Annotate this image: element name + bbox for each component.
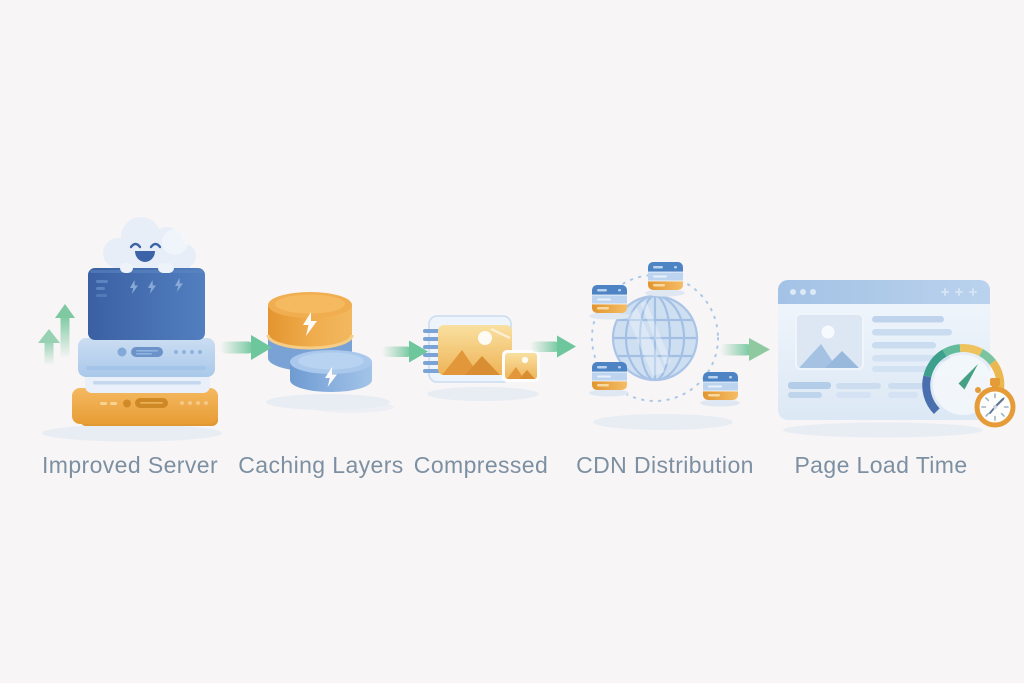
lightning-bolt-icon (130, 278, 183, 294)
stage-label-compressed: Compressed (413, 452, 549, 478)
stage-label-cdn-distribution: CDN Distribution (576, 452, 754, 478)
text-lines (872, 316, 952, 372)
flow-arrow-1-icon (220, 335, 272, 360)
stage-label-caching-layers: Caching Layers (238, 452, 404, 478)
stage-label-improved-server: Improved Server (41, 452, 219, 478)
compressed-image-icon (423, 315, 540, 401)
happy-cloud-icon (103, 217, 196, 274)
dashed-orbit (591, 274, 719, 402)
server-stack-icon (72, 263, 218, 426)
growth-up-arrows-icon (38, 304, 75, 365)
small-image-card (502, 350, 540, 382)
cache-disk-front (290, 350, 372, 392)
gauge-needle (958, 364, 978, 390)
flow-arrow-3-icon (530, 335, 576, 358)
globe-edge-nodes-icon (589, 250, 740, 430)
cache-cylinders-icon (266, 292, 394, 413)
flow-arrow-2-icon (382, 340, 428, 363)
accordion-ridges (423, 329, 441, 373)
globe-icon (611, 294, 699, 382)
window-dots (790, 289, 816, 295)
flow-arrow-4-icon (720, 338, 770, 361)
cache-disk-orange (266, 292, 354, 350)
browser-speedometer-stopwatch-icon (778, 280, 1016, 438)
image-placeholder (795, 313, 864, 370)
server-stack-cloud-icon (38, 217, 222, 442)
footer-text-lines (788, 382, 926, 398)
stage-label-page-load-time: Page Load Time (794, 452, 968, 478)
edge-server-nodes (589, 262, 740, 407)
window-header-icons (941, 288, 977, 296)
stopwatch-icon (974, 378, 1016, 428)
large-image-card (438, 325, 512, 375)
